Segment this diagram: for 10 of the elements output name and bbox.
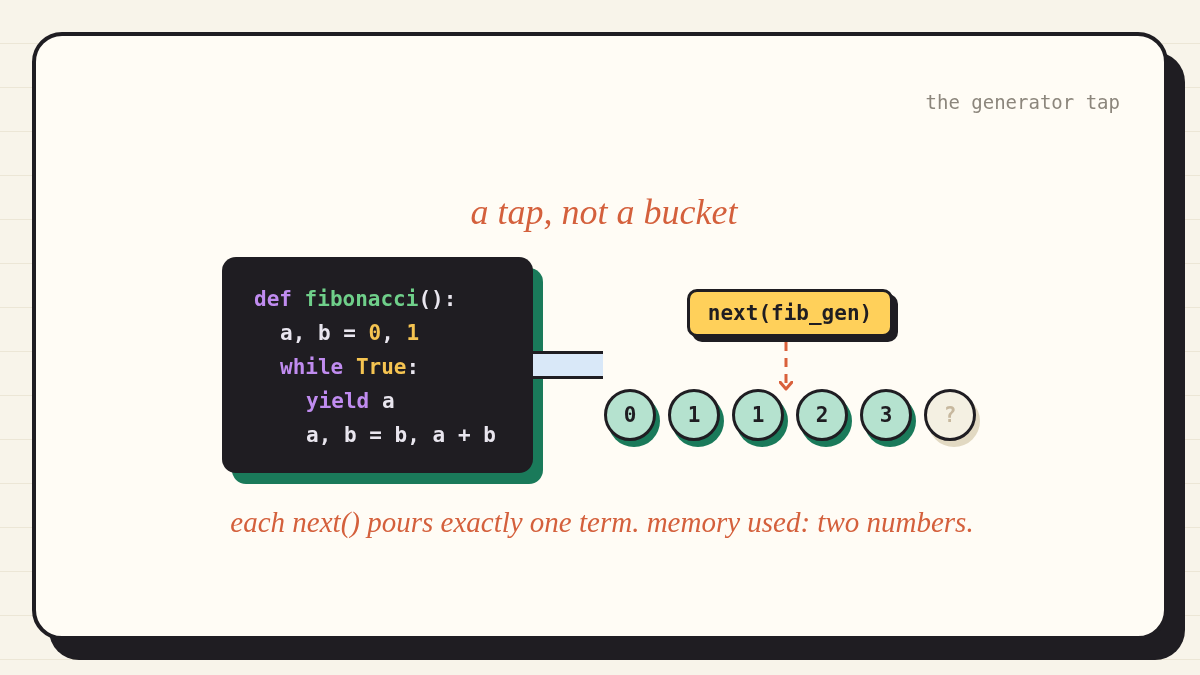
code-line: a, b = 0, 1: [280, 320, 420, 347]
code-line: a, b = b, a + b: [306, 422, 496, 449]
code-block: [222, 257, 543, 484]
heading: a tap, not a bucket: [470, 191, 738, 234]
code-line: yield a: [306, 388, 395, 415]
code-line: while True:: [280, 354, 420, 381]
caption: each next() pours exactly one term. memory used: two numbers.: [230, 505, 974, 540]
label-text: the generator tap: [925, 90, 1120, 114]
code-line: def fibonacci():: [254, 286, 457, 313]
arrow: [778, 342, 794, 391]
